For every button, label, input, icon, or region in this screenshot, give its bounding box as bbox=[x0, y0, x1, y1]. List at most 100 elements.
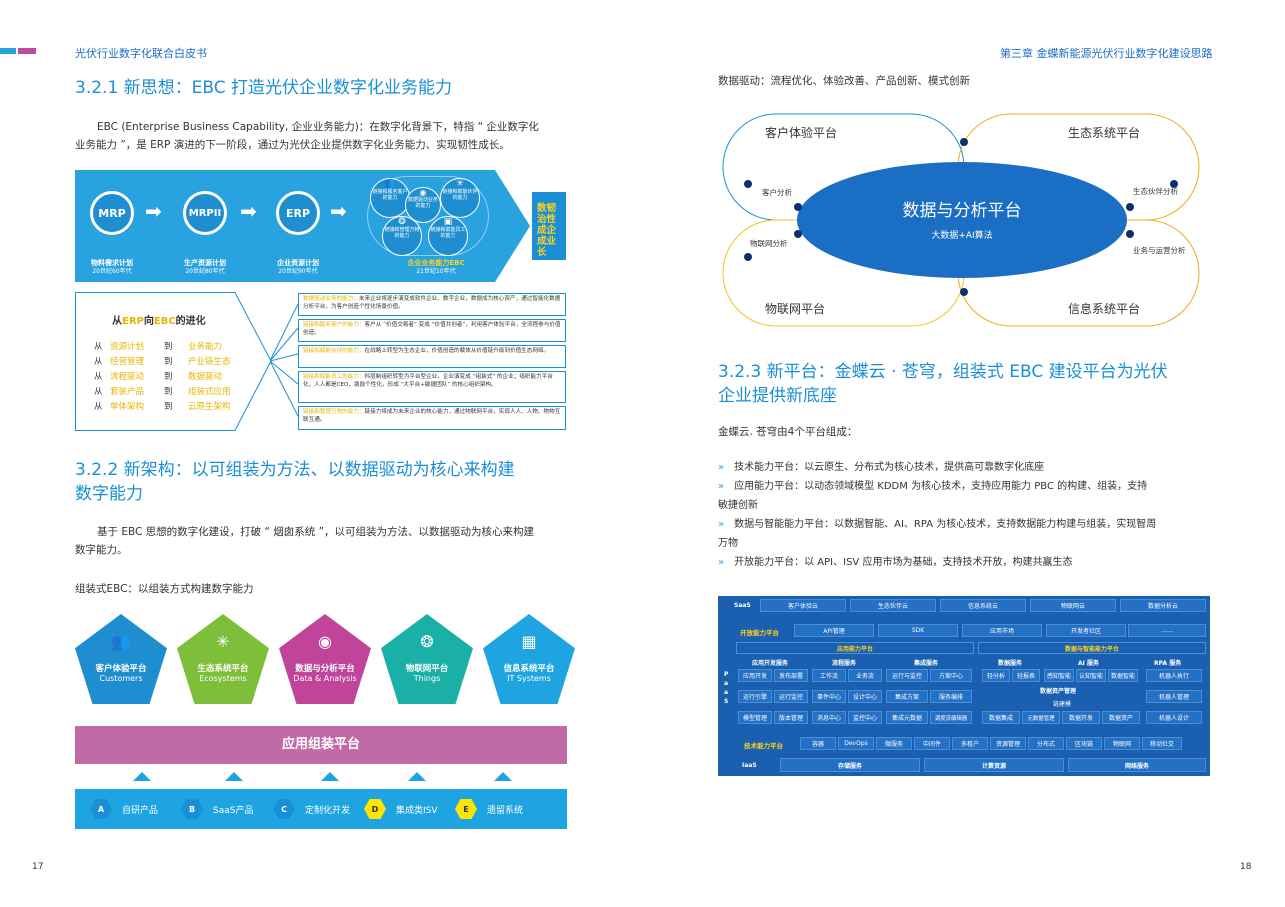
erp-label: 企业资源计划 bbox=[277, 259, 319, 267]
cap-circle-partner: ✳链接和赋能伙伴的能力 bbox=[440, 178, 480, 218]
ebc-cluster bbox=[367, 176, 489, 256]
cube-icon: ❂ bbox=[398, 217, 406, 227]
header-bar-blue bbox=[0, 48, 16, 54]
section-322-para2: 数字能力。 bbox=[75, 544, 128, 556]
cap-detail-1: 数据驱动业务的能力：未来企业将逐步演变成软件企业、数字企业，数据成为核心资产，通… bbox=[298, 293, 566, 316]
monitor-icon: ▣ bbox=[443, 217, 453, 227]
cap-detail-5: 链接和管理万物的能力：链接力将成为未来企业的核心能力，通过物联网平台，实现人人、… bbox=[298, 406, 566, 430]
diagram-partner-analysis: 生态伙伴分析 bbox=[1133, 187, 1178, 196]
cap-detail-2: 链接和服务客户的能力：客户从 “价值交易者” 变成 “价值共创者”，利用客户体验… bbox=[298, 319, 566, 342]
diagram-ecosystem: 生态系统平台 bbox=[1068, 126, 1141, 140]
mrp-label: 物料需求计划 bbox=[91, 259, 133, 267]
mrp-circle: MRP bbox=[90, 191, 134, 235]
section-322-para1: 基于 EBC 思想的数字化建设，打破 “ 烟囱系统 ”，以可组装为方法、以数据驱… bbox=[97, 526, 535, 538]
network-icon: ✳ bbox=[456, 179, 464, 189]
section-323-title-1: 3.2.3 新平台：金蝶云 · 苍穹，组装式 EBC 建设平台为光伏 bbox=[718, 362, 1168, 382]
network-icon: ✳ bbox=[216, 632, 230, 651]
platform-bullets: »技术能力平台：以云原生、分布式为核心技术，提供高可靠数字化底座 »应用能力平台… bbox=[718, 458, 1210, 572]
evolution-row: 从单体架构到云原生架构 bbox=[94, 402, 231, 412]
bullet-data: »数据与智能能力平台：以数据智能、AI、RPA 为核心技术，支持数据能力构建与组… bbox=[718, 519, 1157, 530]
page-number-right: 18 bbox=[1240, 862, 1252, 872]
app-assembly-platform: 应用组装平台 bbox=[75, 726, 567, 764]
connector-lines bbox=[270, 303, 299, 417]
section-322-sub: 组装式EBC：以组装方式构建数字能力 bbox=[75, 583, 254, 595]
resilience-tag: 数韧治性成企成业长 bbox=[537, 203, 557, 258]
chevron-right-icon: » bbox=[718, 481, 725, 492]
up-triangle bbox=[321, 772, 339, 781]
evolution-row: 从流程驱动到数据驱动 bbox=[94, 372, 223, 382]
section-323-intro: 金蝶云. 苍穹由4个平台组成： bbox=[718, 426, 858, 438]
arrow-right-icon: ➡ bbox=[145, 199, 162, 223]
bullet-tech: »技术能力平台：以云原生、分布式为核心技术，提供高可靠数字化底座 bbox=[718, 462, 1045, 473]
eye-icon: ◉ bbox=[419, 188, 427, 197]
eye-icon: ◉ bbox=[318, 632, 332, 651]
mrpii-label: 生产资源计划 bbox=[184, 259, 226, 267]
chevron-right-icon: » bbox=[718, 557, 725, 568]
mrp-era: 20世纪60年代 bbox=[92, 268, 132, 275]
monitor-icon: ▦ bbox=[521, 632, 537, 651]
diagram-customer-analysis: 客户分析 bbox=[762, 188, 792, 197]
section-321-para2: 业务能力 ”，是 ERP 演进的下一阶段，通过为光伏企业提供数字化业务能力、实现… bbox=[75, 139, 510, 151]
ebc-label: 企业业务能力EBC bbox=[407, 259, 465, 267]
cap-detail-3: 链接和赋能伙伴的能力：在战略上转型为生态企业，价值创造的载体从价值链升级到价值生… bbox=[298, 345, 566, 368]
cube-icon: ❂ bbox=[420, 632, 434, 651]
mrpii-era: 20世纪80年代 bbox=[185, 268, 225, 275]
data-driven-line: 数据驱动：流程优化、体验改善、产品创新、模式创新 bbox=[718, 75, 970, 87]
cap-detail-4: 链接和赋能员工的能力：科层制组织转型为平台型企业，企业演变成 “组装式” 的企业… bbox=[298, 371, 566, 403]
evolution-row: 从经营管理到产业链生态 bbox=[94, 357, 231, 367]
people-icon: 👥 bbox=[111, 632, 131, 651]
arrow-right-icon: ➡ bbox=[330, 199, 347, 223]
cap-circle-things: ❂链接和管理万物的能力 bbox=[382, 216, 422, 256]
chevron-right-icon: » bbox=[718, 519, 725, 530]
diagram-ops-analysis: 业务与运营分析 bbox=[1133, 246, 1186, 255]
mrpii-circle: MRPII bbox=[183, 191, 227, 235]
diagram-it-system: 信息系统平台 bbox=[1068, 302, 1141, 316]
diagram-center-sub: 大数据+AI算法 bbox=[931, 231, 993, 241]
up-triangle bbox=[408, 772, 426, 781]
people-icon: 👥 bbox=[384, 179, 396, 189]
erp-circle: ERP bbox=[276, 191, 320, 235]
evolution-title: 从ERP向EBC的进化 bbox=[112, 316, 206, 327]
bullet-data-cont: 万物 bbox=[718, 538, 738, 549]
resilience-tag-box bbox=[530, 192, 566, 260]
arrow-right-icon: ➡ bbox=[240, 199, 257, 223]
architecture-diagram: SaaS 客户体验云 生态伙伴云 信息系统云 物联网云 数据分析云 开放能力平台… bbox=[718, 596, 1210, 776]
up-triangle bbox=[225, 772, 243, 781]
bullet-app: »应用能力平台：以动态领域模型 KDDM 为核心技术，支持应用能力 PBC 的构… bbox=[718, 481, 1148, 492]
section-321-para1: EBC (Enterprise Business Capability, 企业业… bbox=[97, 121, 539, 133]
bullet-open: »开放能力平台：以 API、ISV 应用市场为基础，支持技术开放，构建共赢生态 bbox=[718, 557, 1073, 568]
evolution-arrow-box bbox=[75, 292, 272, 431]
chevron-right-icon: » bbox=[718, 462, 725, 473]
platform-ring-diagram bbox=[722, 113, 1200, 327]
evolution-row: 从资源计划到业务能力 bbox=[94, 342, 223, 352]
product-sources-bar bbox=[75, 789, 567, 829]
up-triangle bbox=[494, 772, 512, 781]
page-number-left: 17 bbox=[32, 862, 44, 872]
bullet-app-cont: 敏捷创新 bbox=[718, 500, 758, 511]
section-322-title-2: 数字能力 bbox=[75, 484, 143, 504]
header-right: 第三章 金蝶新能源光伏行业数字化建设思路 bbox=[1000, 47, 1213, 60]
up-triangle bbox=[133, 772, 151, 781]
ebc-era: 21世纪10年代 bbox=[416, 268, 456, 275]
header-left: 光伏行业数字化联合白皮书 bbox=[75, 47, 207, 60]
cap-circle-customer: 👥链接和服务客户的能力 bbox=[370, 178, 410, 218]
section-323-title-2: 企业提供新底座 bbox=[718, 386, 837, 406]
diagram-center: 数据与分析平台 bbox=[902, 201, 1022, 221]
erp-era: 20世纪90年代 bbox=[278, 268, 318, 275]
diagram-iot-analysis: 物联网分析 bbox=[750, 239, 788, 248]
diagram-customer: 客户体验平台 bbox=[765, 126, 838, 140]
section-322-title-1: 3.2.2 新架构：以可组装为方法、以数据驱动为核心来构建 bbox=[75, 460, 515, 480]
diagram-iot: 物联网平台 bbox=[765, 302, 826, 316]
evolution-rows: 从资源计划到业务能力 从经营管理到产业链生态 从流程驱动到数据驱动 从套装产品到… bbox=[94, 340, 231, 415]
cap-circle-employee: ▣链接和赋能员工的能力 bbox=[428, 216, 468, 256]
section-321-title: 3.2.1 新思想：EBC 打造光伏企业数字化业务能力 bbox=[75, 78, 453, 98]
